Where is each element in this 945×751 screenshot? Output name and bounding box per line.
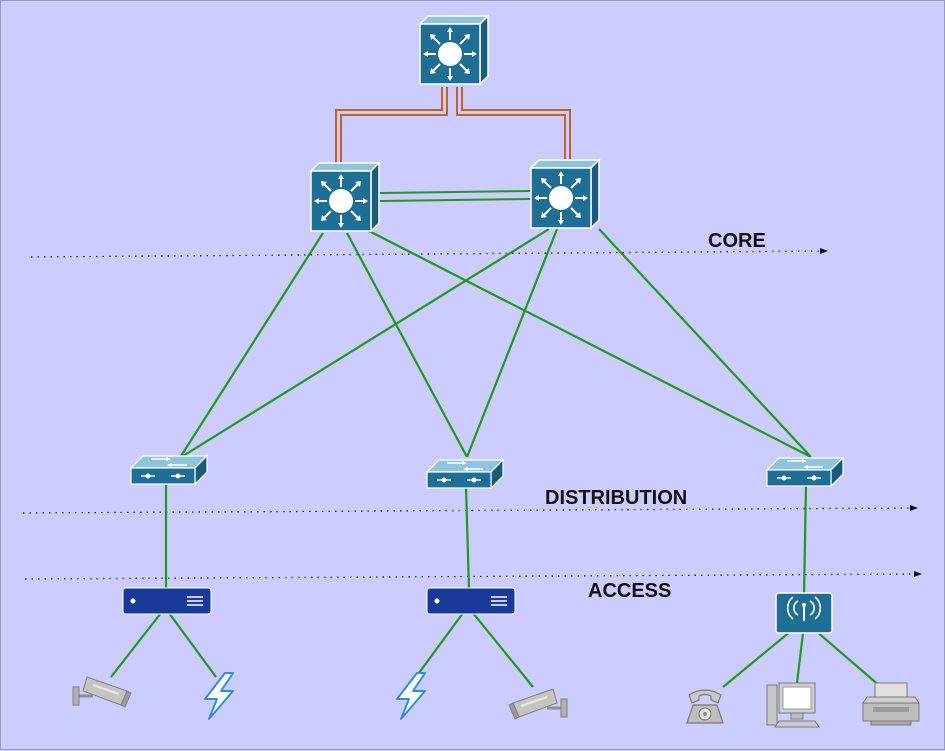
core-interlink-1 — [378, 190, 532, 194]
telephone-icon — [686, 689, 724, 724]
link-access1-power — [168, 612, 217, 678]
printer-icon — [862, 682, 920, 726]
core-uplinks — [335, 87, 571, 167]
access-separator-arrow — [24, 571, 922, 580]
core-separator-arrow — [30, 248, 828, 258]
access-layer-label: ACCESS — [588, 580, 671, 602]
link-ap-telephone — [722, 630, 792, 688]
workstation-icon — [766, 682, 820, 728]
lightning-icon — [396, 672, 426, 720]
layer-separators — [22, 248, 922, 580]
link-core1-dist2 — [346, 232, 468, 458]
workgroup-switch-icon — [130, 455, 208, 485]
link-core2-dist3 — [598, 228, 812, 458]
access-switch-icon — [122, 587, 212, 615]
link-dist3-ap — [802, 484, 808, 596]
link-ap-workstation — [795, 632, 805, 684]
link-access1-camera — [110, 612, 162, 678]
security-camera-icon — [71, 675, 133, 709]
link-dist2-access2 — [464, 486, 471, 590]
lightning-icon — [204, 672, 234, 720]
workgroup-switch-icon — [766, 457, 844, 487]
uplink-left-inner — [335, 87, 443, 167]
distribution-separator-arrow — [22, 505, 918, 514]
access-switch-icon — [426, 587, 516, 615]
core-interlink-2 — [378, 198, 532, 202]
multilayer-switch-icon — [530, 159, 600, 229]
wireless-access-point-icon — [775, 592, 833, 634]
link-core2-dist1 — [182, 228, 550, 457]
distribution-links — [180, 228, 812, 458]
core-interlinks — [378, 190, 532, 202]
link-access2-camera — [472, 612, 534, 688]
link-core1-dist3 — [368, 230, 812, 458]
multilayer-switch-icon — [310, 162, 380, 232]
workgroup-switch-icon — [426, 459, 504, 489]
access-links — [164, 484, 808, 596]
uplink-right-inner — [456, 87, 566, 163]
link-ap-printer — [815, 630, 882, 688]
uplink-right-outer — [461, 87, 571, 163]
endpoint-links — [110, 612, 882, 688]
distribution-layer-label: DISTRIBUTION — [545, 487, 687, 509]
security-camera-icon — [507, 687, 569, 721]
core-layer-label: CORE — [708, 230, 766, 252]
multilayer-switch-icon — [419, 15, 489, 85]
uplink-left-outer — [340, 87, 448, 167]
link-core2-dist2 — [465, 228, 559, 458]
link-access2-power — [415, 612, 464, 678]
link-core1-dist1 — [180, 232, 324, 457]
